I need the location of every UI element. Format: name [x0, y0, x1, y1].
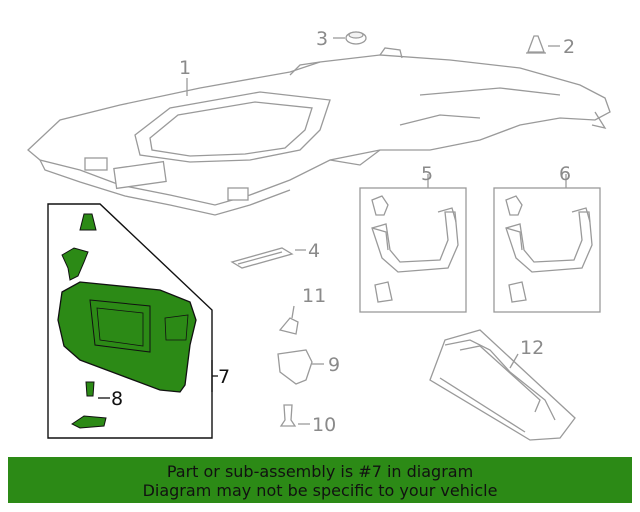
visor-clip-icon	[79, 213, 97, 231]
banner-line-2: Diagram may not be specific to your vehi…	[142, 481, 498, 500]
callout-6: 6	[559, 163, 571, 185]
leader-line-12	[509, 353, 519, 369]
sun-visor-assembly-7[interactable]	[47, 203, 213, 439]
clip-part-2[interactable]	[526, 35, 546, 54]
grab-handle-box-5[interactable]	[359, 187, 467, 313]
callout-8: 8	[111, 388, 123, 410]
callout-1: 1	[179, 57, 191, 79]
headliner-part[interactable]	[27, 47, 611, 216]
bracket-part-11[interactable]	[278, 317, 299, 335]
visor-pivot-rod	[61, 247, 89, 281]
callout-11: 11	[302, 285, 326, 307]
banner-line-1: Part or sub-assembly is #7 in diagram	[166, 462, 474, 481]
cap-part-3[interactable]	[345, 31, 367, 45]
callout-9: 9	[328, 354, 340, 376]
part-info-banner: Part or sub-assembly is #7 in diagram Di…	[8, 457, 632, 503]
visor-bracket-icon	[71, 415, 107, 429]
leader-line-11	[291, 305, 295, 319]
grab-handle-box-6[interactable]	[493, 187, 601, 313]
screw-part-10[interactable]	[279, 404, 297, 427]
callout-12: 12	[520, 337, 544, 359]
cover-part-9[interactable]	[277, 349, 313, 385]
callout-3: 3	[316, 28, 328, 50]
visor-screw-icon	[85, 381, 95, 397]
lamp-lens-part-4[interactable]	[230, 247, 294, 269]
sun-visor-highlight	[57, 281, 197, 393]
callout-7: 7	[218, 366, 230, 388]
callout-4: 4	[308, 240, 320, 262]
parts-diagram: 1 2 3 4 5 6	[27, 28, 611, 441]
callout-2: 2	[563, 36, 575, 58]
overhead-console-part-12[interactable]	[429, 329, 576, 441]
callout-5: 5	[421, 163, 433, 185]
callout-10: 10	[312, 414, 336, 436]
